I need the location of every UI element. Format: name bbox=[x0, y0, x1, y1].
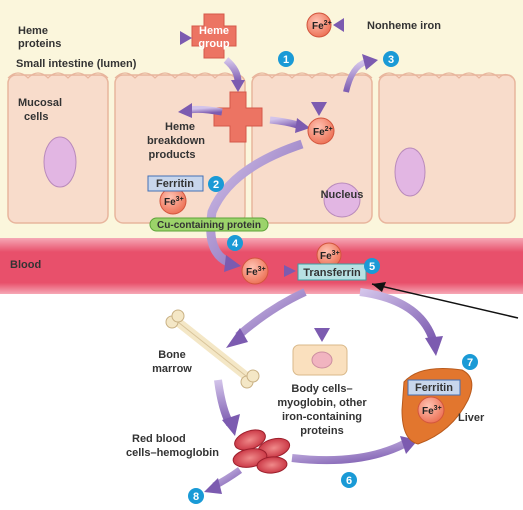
blood-label: Blood bbox=[10, 259, 41, 271]
arrowhead-heme-breakdown bbox=[178, 103, 192, 118]
arrow-heme-breakdown bbox=[189, 105, 223, 116]
pathway-arrows bbox=[68, 18, 443, 494]
fe2-ion-lumen-label: Fe2+ bbox=[312, 20, 332, 32]
fe3-ion-liver bbox=[417, 396, 445, 424]
heme-breakdown-label-3: products bbox=[148, 149, 195, 161]
arrowhead-heme-into-cell bbox=[231, 80, 245, 92]
body-cells-label-1: Body cells– bbox=[291, 383, 352, 395]
heme-breakdown-label-2: breakdown bbox=[147, 135, 205, 147]
transferrin-label: Transferrin bbox=[303, 267, 361, 279]
ferritin-label-liver: Ferritin bbox=[415, 382, 453, 394]
step-6-circle bbox=[341, 472, 357, 488]
body-cell-icon bbox=[292, 344, 348, 376]
fe3-ion-liver-label: Fe3+ bbox=[422, 405, 442, 417]
step-2-label: 2 bbox=[213, 179, 219, 191]
arrow-rbc-to-liver bbox=[291, 440, 406, 465]
arrow-marrow-to-rbc bbox=[214, 379, 234, 426]
arrowhead-transferrin-to-marrow bbox=[226, 328, 248, 348]
step-6-label: 6 bbox=[346, 475, 352, 487]
pointer-line bbox=[371, 283, 519, 319]
arrow-transferrin-to-liver bbox=[359, 288, 437, 342]
fe3-ion-ferritin-label: Fe3+ bbox=[164, 196, 184, 208]
nucleus-3 bbox=[394, 147, 426, 197]
arrowhead-fe2-to-blood bbox=[224, 255, 241, 272]
ferritin-label-cell: Ferritin bbox=[156, 178, 194, 190]
heme-group-label-2: group bbox=[198, 38, 229, 50]
arrowhead-rbc-loss bbox=[204, 478, 222, 494]
fe3-ion-blood-label: Fe3+ bbox=[246, 266, 266, 278]
fe2-ion-cell bbox=[307, 117, 335, 145]
nucleus-2 bbox=[323, 182, 361, 218]
arrowhead-nonheme bbox=[333, 18, 344, 32]
step-5-label: 5 bbox=[369, 261, 375, 273]
bone-icon bbox=[165, 309, 260, 389]
arrowhead-fe2-excretion bbox=[362, 54, 378, 70]
arrowhead-fe3-to-transferrin bbox=[284, 265, 296, 277]
body-cells-label-4: proteins bbox=[300, 425, 343, 437]
arrowhead-transferrin-to-body-cells bbox=[314, 328, 330, 342]
step-3-circle bbox=[383, 51, 399, 67]
bone-marrow-label-1: Bone bbox=[158, 349, 186, 361]
step-7-circle bbox=[462, 354, 478, 370]
step-markers: 1 2 3 4 5 6 7 8 bbox=[188, 51, 478, 504]
step-7-label: 7 bbox=[467, 357, 473, 369]
liver-label: Liver bbox=[458, 412, 485, 424]
step-1-label: 1 bbox=[283, 54, 289, 66]
mucosal-cells-label-2: cells bbox=[24, 111, 48, 123]
fe2-ion-lumen bbox=[306, 12, 332, 38]
step-2-circle bbox=[208, 176, 224, 192]
step-5-circle bbox=[364, 258, 380, 274]
arrow-transferrin-to-marrow bbox=[235, 288, 307, 340]
arrowhead-heme-group bbox=[180, 31, 192, 45]
arrowhead-fe2-absorption bbox=[311, 102, 327, 116]
body-cells-label-3: iron-containing bbox=[282, 411, 362, 423]
step-1-circle bbox=[278, 51, 294, 67]
brush-border bbox=[7, 72, 514, 79]
fe3-ion-transferrin-label: Fe3+ bbox=[320, 250, 340, 262]
step-8-label: 8 bbox=[193, 491, 199, 503]
iron-ions: Fe2+ Fe2+ Fe3+ Fe3+ Fe3+ bbox=[159, 12, 342, 285]
cu-protein-label: Cu-containing protein bbox=[157, 220, 261, 231]
mucosal-cells-label-1: Mucosal bbox=[18, 97, 62, 109]
bone-marrow-label-2: marrow bbox=[152, 363, 192, 375]
fe3-ion-blood bbox=[241, 257, 269, 285]
fe2-ion-cell-label: Fe2+ bbox=[313, 126, 333, 138]
step-4-label: 4 bbox=[232, 238, 239, 250]
mucosal-cell-layer bbox=[7, 72, 516, 224]
arrowhead-heme-to-fe2 bbox=[295, 118, 310, 133]
ferritin-box-cell bbox=[147, 175, 204, 192]
heme-breakdown-label-1: Heme bbox=[165, 121, 195, 133]
step-3-label: 3 bbox=[388, 54, 394, 66]
step-4-circle bbox=[227, 235, 243, 251]
heme-group-cross bbox=[191, 13, 237, 59]
nonheme-iron-label: Nonheme iron bbox=[367, 20, 441, 32]
step-8-circle bbox=[188, 488, 204, 504]
arrow-fe2-excretion bbox=[343, 59, 368, 93]
pointer-arrowhead bbox=[372, 282, 386, 292]
red-blood-cells-icon bbox=[232, 429, 291, 474]
heme-group-label-1: Heme bbox=[199, 25, 229, 37]
heme-proteins-label-2: proteins bbox=[18, 38, 61, 50]
rbc-label-2: cells–hemoglobin bbox=[126, 447, 219, 459]
arrowhead-transferrin-to-liver bbox=[425, 336, 443, 356]
rbc-label-1: Red blood bbox=[132, 433, 186, 445]
arrowhead-marrow-to-rbc bbox=[222, 414, 240, 436]
small-intestine-label: Small intestine (lumen) bbox=[16, 58, 137, 70]
nucleus-label: Nucleus bbox=[321, 189, 364, 201]
nucleus-1 bbox=[43, 136, 77, 188]
heme-proteins-label-1: Heme bbox=[18, 25, 48, 37]
cu-protein-pill bbox=[149, 217, 269, 232]
ferritin-box-liver bbox=[407, 379, 461, 396]
mucosal-cell-4 bbox=[378, 74, 516, 224]
body-cells-label-2: myoglobin, other bbox=[277, 397, 367, 409]
arrow-fe2-to-blood bbox=[206, 139, 304, 267]
transferrin-box bbox=[297, 263, 367, 281]
